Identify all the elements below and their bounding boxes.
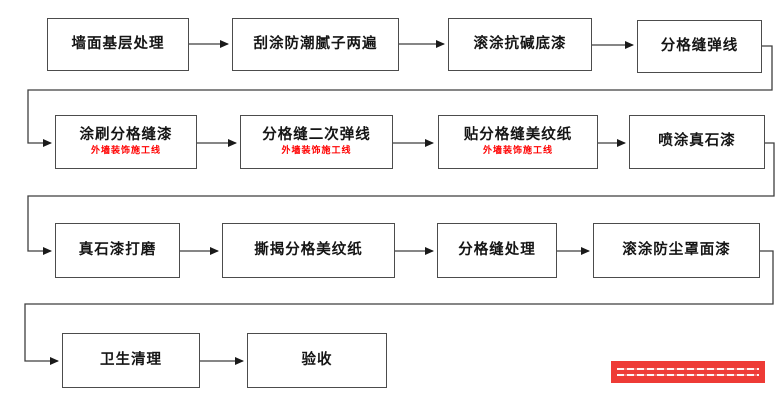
flow-step-label: 滚涂防尘罩面漆 [622, 241, 731, 258]
flow-step-label: 撕揭分格美纹纸 [254, 241, 363, 258]
flow-step-wall-base-treatment: 墙面基层处理 [47, 18, 189, 71]
flow-step-watermark-text: 外墙装饰施工线 [90, 145, 161, 156]
flow-step-acceptance: 验收 [247, 333, 387, 388]
flow-step-label: 真石漆打磨 [78, 241, 157, 258]
flow-step-label: 滚涂抗碱底漆 [473, 35, 567, 52]
flow-step-label: 卫生清理 [100, 351, 162, 368]
flow-step-label: 分格缝处理 [458, 241, 536, 258]
flow-step-joint-treatment: 分格缝处理 [437, 223, 557, 278]
flow-step-remove-masking-tape: 撕揭分格美纹纸 [222, 223, 395, 278]
flow-step-stone-paint-polish: 真石漆打磨 [55, 223, 180, 278]
flow-step-watermark-text: 外墙装饰施工线 [482, 145, 553, 156]
flow-step-label: 涂刷分格缝漆 [79, 127, 173, 144]
flow-step-cleanup: 卫生清理 [62, 333, 200, 388]
flow-step-label: 分格缝二次弹线 [262, 127, 371, 144]
flow-step-paint-joint: 涂刷分格缝漆 外墙装饰施工线 [55, 115, 197, 169]
flow-step-joint-second-snap-line: 分格缝二次弹线 外墙装饰施工线 [240, 115, 393, 169]
flow-step-spray-stone-paint: 喷涂真石漆 [629, 115, 765, 169]
flow-step-label: 分格缝弹线 [660, 37, 739, 54]
flow-step-apply-masking-tape: 贴分格缝美纹纸 外墙装饰施工线 [438, 115, 598, 169]
watermark-text-line [617, 374, 759, 376]
flow-step-alkali-resistant-primer: 滚涂抗碱底漆 [448, 18, 592, 71]
watermark-text-line [617, 368, 759, 370]
connector-row2-row3 [27, 142, 775, 255]
watermark-banner [611, 361, 765, 383]
flow-step-joint-snap-line: 分格缝弹线 [637, 20, 762, 73]
connector-row1-row2 [27, 45, 773, 147]
flow-step-label: 验收 [301, 351, 333, 368]
flow-step-dustproof-topcoat: 滚涂防尘罩面漆 [593, 223, 760, 278]
flow-step-label: 喷涂真石漆 [658, 133, 736, 150]
flow-step-label: 墙面基层处理 [71, 35, 165, 52]
flow-step-watermark-text: 外墙装饰施工线 [281, 145, 352, 156]
flow-step-label: 刮涂防潮腻子两遍 [253, 35, 378, 52]
connector-row3-row4 [24, 250, 774, 365]
flow-step-moistureproof-putty: 刮涂防潮腻子两遍 [232, 18, 399, 71]
flow-step-label: 贴分格缝美纹纸 [463, 127, 573, 144]
